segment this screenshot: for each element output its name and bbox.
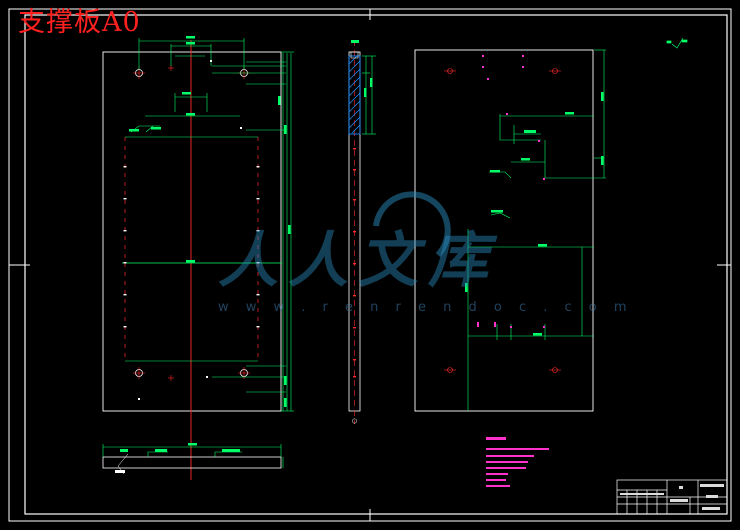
- side-section-view: [348, 40, 376, 424]
- technical-notes: [486, 437, 549, 487]
- watermark-logo-icon: [373, 191, 451, 258]
- sheet-frame: [8, 8, 732, 522]
- roughness-symbol-icon: [666, 37, 688, 49]
- watermark-url: w w w . r e n r e n d o c . c o m: [218, 300, 634, 315]
- watermark-text: 人人文库: [218, 226, 498, 296]
- bottom-strip-view: [102, 443, 284, 475]
- right-plate-view: [414, 49, 606, 412]
- left-plate-view: [102, 36, 294, 480]
- drawing-title: 支撑板A0: [18, 7, 141, 38]
